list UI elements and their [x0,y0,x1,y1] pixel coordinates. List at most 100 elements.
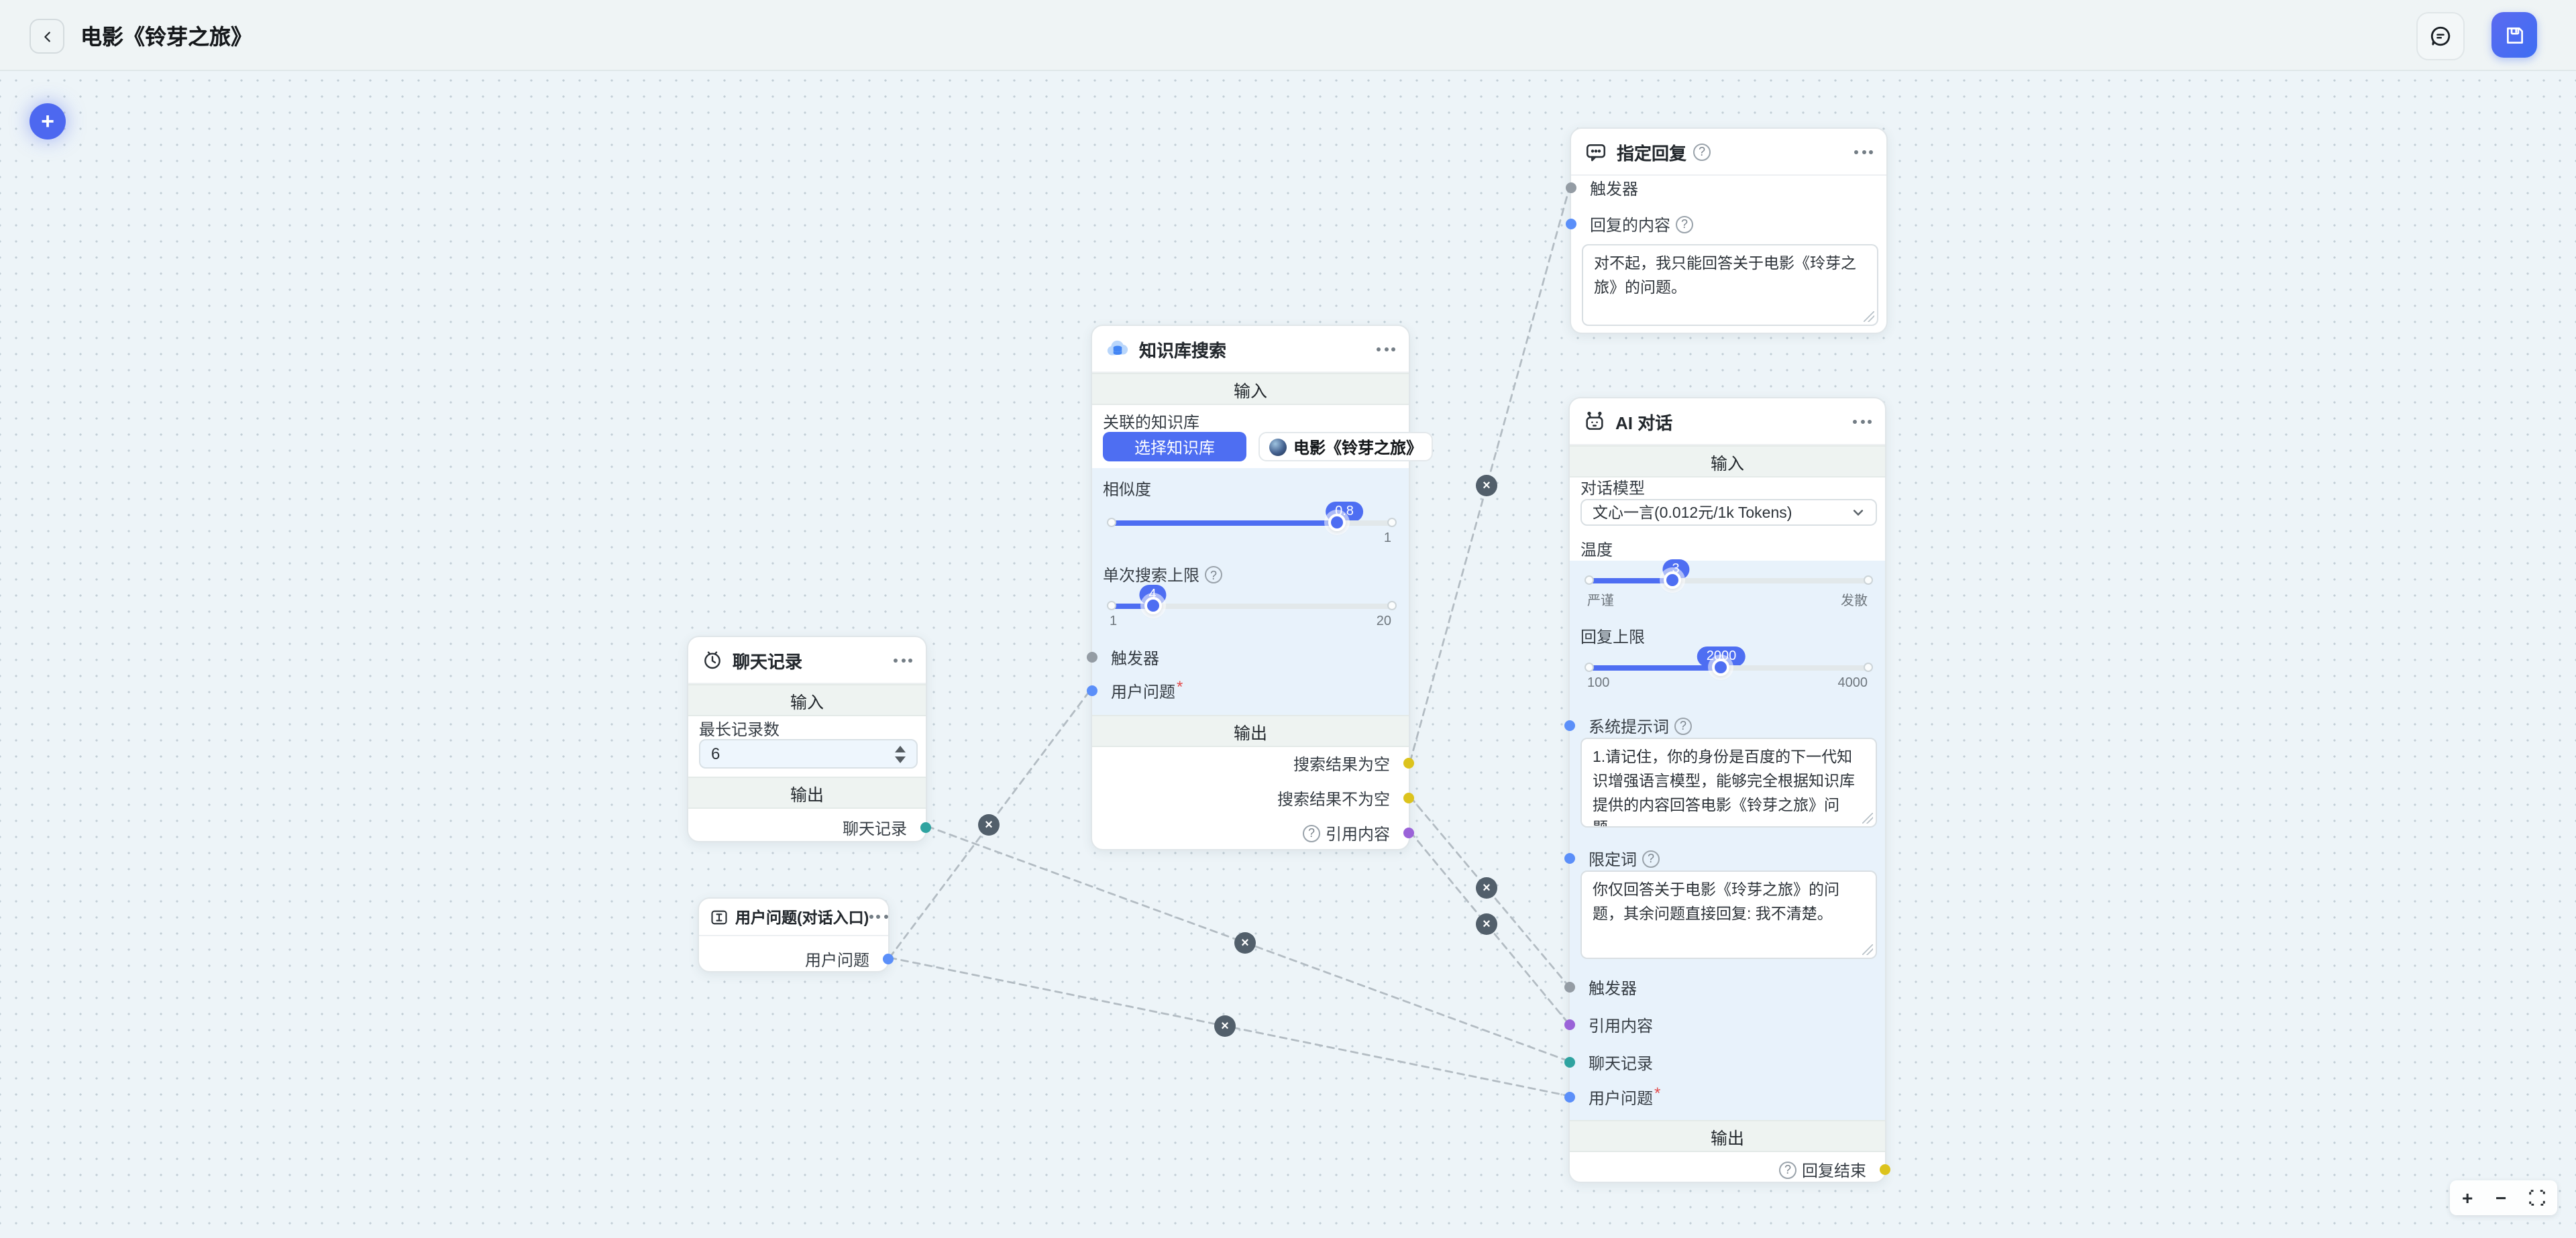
port-chat-history-in[interactable] [1564,1057,1575,1068]
output-section-bar: 输出 [1092,715,1409,747]
search-limit-row: 单次搜索上限 ? [1103,563,1223,586]
port-reply-end-out[interactable] [1880,1164,1890,1175]
required-mark: * [1654,1084,1661,1103]
edge-delete-button[interactable]: × [1214,1015,1236,1037]
search-limit-slider-thumb[interactable] [1144,597,1162,614]
node-title: AI 对话 [1615,412,1673,433]
port-trigger-in[interactable] [1564,982,1575,993]
reply-content-textarea[interactable]: 对不起，我只能回答关于电影《玲芽之旅》的问题。 [1583,245,1877,325]
port-user-question-in[interactable] [1087,685,1097,696]
help-circle-icon[interactable]: ? [1693,143,1711,160]
stepper-up-icon[interactable] [895,745,906,752]
port-trigger-in[interactable] [1566,182,1576,193]
node-header[interactable]: AI 对话 [1570,398,1885,445]
port-user-question-in[interactable] [1564,1092,1575,1103]
node-header[interactable]: 指定回复 ? [1571,129,1886,176]
back-button[interactable] [30,19,64,54]
chat-bubble-icon [2430,26,2451,46]
node-header[interactable]: 知识库搜索 [1092,326,1409,373]
zoom-in-button[interactable]: + [2462,1187,2473,1208]
node-title: 用户问题(对话入口) [735,910,869,926]
system-prompt-textarea[interactable]: 1.请记住，你的身份是百度的下一代知识增强语言模型，能够完全根据知识库提供的内容… [1582,739,1876,826]
port-quote-in[interactable] [1564,1019,1575,1030]
port-qualifier-in[interactable] [1564,853,1575,864]
save-button[interactable] [2491,12,2537,58]
model-select[interactable]: 文心一言(0.012元/1k Tokens) [1580,499,1877,526]
more-ellipsis-icon[interactable] [1377,341,1395,356]
similarity-slider[interactable] [1107,514,1397,531]
add-node-button[interactable]: + [30,103,66,139]
similarity-slider-thumb[interactable] [1328,514,1346,531]
qualifier-textarea[interactable]: 你仅回答关于电影《玲芽之旅》的问题，其余问题直接回复: 我不清楚。 [1582,872,1876,958]
port-result-not-empty-out[interactable] [1403,793,1414,803]
more-ellipsis-icon[interactable] [869,909,888,924]
fit-view-button[interactable] [2529,1190,2545,1206]
top-bar: 电影《铃芽之旅》 [0,0,2576,71]
linked-kb-label: 关联的知识库 [1103,413,1200,432]
reply-limit-label: 回复上限 [1580,628,1646,646]
node-ai-dialog[interactable]: AI 对话 输入 对话模型 文心一言(0.012元/1k Tokens) 温度 … [1564,397,1890,1183]
max-records-input[interactable]: 6 [699,739,918,769]
reply-limit-slider[interactable] [1585,659,1873,676]
input-section-bar: 输入 [688,684,926,716]
model-label: 对话模型 [1580,479,1646,498]
fit-view-icon [2529,1190,2545,1206]
port-user-question-out[interactable] [883,954,894,964]
temperature-slider-thumb[interactable] [1664,571,1681,589]
node-specified-reply[interactable]: 指定回复 ? 触发器 回复的内容 ? 对不起，我只能回答关于电影《玲芽之旅》的问… [1566,127,1888,334]
node-header[interactable]: 用户问题(对话入口) [699,899,888,936]
port-trigger-in[interactable] [1087,652,1097,663]
edge-delete-button[interactable]: × [978,814,1000,836]
search-limit-value-badge: 4 [1139,585,1166,605]
search-limit-slider[interactable] [1107,597,1397,614]
port-label: 搜索结果为空 [1293,754,1390,773]
node-kb-search[interactable]: 知识库搜索 输入 关联的知识库 选择知识库 电影《铃芽之旅》 相似度 0.8 1… [1087,325,1434,850]
more-ellipsis-icon[interactable] [1854,144,1873,159]
required-mark: * [1177,677,1183,696]
output-section-bar: 输出 [1570,1120,1885,1152]
port-system-prompt-in[interactable] [1564,720,1575,731]
stepper-down-icon[interactable] [895,756,906,763]
port-result-empty-out[interactable] [1403,758,1414,769]
help-circle-icon[interactable]: ? [1676,215,1694,233]
temperature-slider[interactable] [1585,571,1873,589]
search-limit-max: 20 [1376,614,1391,629]
plus-icon: + [41,108,54,133]
preview-chat-button[interactable] [2416,12,2465,60]
help-circle-icon[interactable]: ? [1302,824,1320,842]
page-title: 电影《铃芽之旅》 [80,27,253,50]
more-ellipsis-icon[interactable] [894,653,912,667]
port-reply-content-in[interactable] [1566,219,1576,229]
qualifier-textarea-wrap: 你仅回答关于电影《玲芽之旅》的问题，其余问题直接回复: 我不清楚。 [1580,870,1877,959]
reply-limit-min: 100 [1587,676,1610,691]
kb-chip[interactable]: 电影《铃芽之旅》 [1258,432,1434,461]
clock-icon [702,649,723,671]
knowledge-base-icon [1106,337,1130,361]
node-chat-history[interactable]: 聊天记录 输入 最长记录数 6 输出 聊天记录 [687,636,931,842]
port-label: 触发器 [1589,978,1638,997]
edge-delete-button[interactable]: × [1476,877,1497,899]
node-user-question-entry[interactable]: 用户问题(对话入口) 用户问题 [698,897,894,972]
search-limit-label: 单次搜索上限 [1103,566,1200,585]
edge-delete-button[interactable]: × [1476,475,1497,496]
help-circle-icon[interactable]: ? [1674,717,1693,734]
help-circle-icon[interactable]: ? [1778,1161,1796,1178]
zoom-out-button[interactable]: − [2496,1187,2507,1208]
reply-bubble-icon [1585,140,1607,163]
port-label: 用户问题 [804,950,869,969]
help-circle-icon[interactable]: ? [1205,566,1223,583]
reply-limit-slider-thumb[interactable] [1712,659,1729,676]
input-section-bar: 输入 [1570,445,1885,477]
port-label: 引用内容 [1589,1016,1654,1035]
select-kb-button[interactable]: 选择知识库 [1103,432,1246,461]
edge-delete-button[interactable]: × [1476,913,1497,935]
edge-delete-button[interactable]: × [1234,932,1256,954]
port-chat-history-out[interactable] [920,822,931,833]
more-ellipsis-icon[interactable] [1853,414,1872,429]
node-header[interactable]: 聊天记录 [688,637,926,684]
port-label: 搜索结果不为空 [1277,789,1390,808]
temperature-max-label: 发散 [1841,594,1868,609]
help-circle-icon[interactable]: ? [1642,850,1660,867]
port-quote-out[interactable] [1403,828,1414,838]
